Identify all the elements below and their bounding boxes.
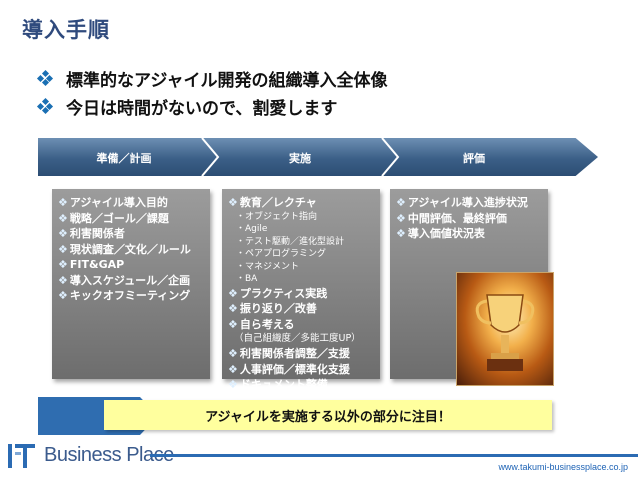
checklist-item: ❖アジャイル導入進捗状況 xyxy=(396,195,542,211)
phase-label-execute: 実施 xyxy=(289,152,311,165)
bullet-list: 標準的なアジャイル開発の組織導入全体像 今日は時間がないので、割愛します xyxy=(36,64,618,120)
trophy-image xyxy=(456,272,554,386)
checklist-item: ❖自ら考える xyxy=(228,317,374,333)
bullet-text: 標準的なアジャイル開発の組織導入全体像 xyxy=(66,70,388,91)
item-text: ドキュメント整備 xyxy=(239,378,328,391)
phase-column-execute: ❖教育／レクチャ・オブジェクト指向・Agile・テスト駆動／進化型設計・ペアプロ… xyxy=(222,189,380,391)
diamond-bullet-icon xyxy=(36,69,54,87)
item-text: ・ペアプログラミング xyxy=(236,249,327,259)
chevron-separator-icon xyxy=(381,138,400,176)
item-text: 中間評価、最終評価 xyxy=(407,211,507,225)
phase-chevron-bar xyxy=(38,138,598,176)
item-text: ・BA xyxy=(236,274,258,284)
item-text: （自己組織度／多能工度UP） xyxy=(234,333,361,344)
check-diamond-icon: ❖ xyxy=(396,227,406,240)
sub-item: ・ペアプログラミング xyxy=(228,248,374,261)
checklist-item: ❖教育／レクチャ xyxy=(228,195,374,211)
checklist-item: ❖導入スケジュール／企画 xyxy=(58,273,204,289)
check-diamond-icon: ❖ xyxy=(228,362,238,376)
checklist-item: ❖中間評価、最終評価 xyxy=(396,211,542,227)
chevron-separator-icon xyxy=(201,138,220,176)
item-text: ・テスト駆動／進化型設計 xyxy=(236,236,345,247)
check-diamond-icon: ❖ xyxy=(58,273,68,287)
footer-url[interactable]: www.takumi-businessplace.co.jp xyxy=(498,462,628,472)
checklist-item: ❖導入価値状況表 xyxy=(396,226,542,242)
check-diamond-icon: ❖ xyxy=(228,302,238,315)
item-text: 導入スケジュール／企画 xyxy=(69,273,191,287)
item-text: プラクティス実践 xyxy=(239,286,328,300)
phase-column-prepare: ❖アジャイル導入目的❖戦略／ゴール／課題❖利害関係者❖現状調査／文化／ルール❖F… xyxy=(52,189,210,379)
checklist-item: ❖利害関係者 xyxy=(58,226,204,242)
bullet-item: 標準的なアジャイル開発の組織導入全体像 xyxy=(36,64,618,92)
item-text: 自ら考える xyxy=(239,317,295,331)
item-text: 導入価値状況表 xyxy=(407,227,485,240)
checklist-item: ❖キックオフミーティング xyxy=(58,288,204,304)
sub-item: ・オブジェクト指向 xyxy=(228,211,374,224)
checklist-item: ❖プラクティス実践 xyxy=(228,286,374,302)
check-diamond-icon: ❖ xyxy=(58,196,68,209)
check-diamond-icon: ❖ xyxy=(58,289,68,302)
check-diamond-icon: ❖ xyxy=(58,258,68,271)
sub-item: ・Agile xyxy=(228,223,374,236)
logo-text: Business Place xyxy=(44,443,174,466)
item-text: 振り返り／改善 xyxy=(239,302,317,315)
item-text: 利害関係者調整／支援 xyxy=(239,347,350,360)
logo-mark-icon xyxy=(8,444,35,468)
checklist-item: ❖利害関係者調整／支援 xyxy=(228,346,374,362)
sub-item: ・BA xyxy=(228,273,374,286)
item-text: 戦略／ゴール／課題 xyxy=(69,211,169,225)
note-text: （自己組織度／多能工度UP） xyxy=(228,332,374,346)
phase-label-evaluate: 評価 xyxy=(463,152,485,165)
diamond-bullet-icon xyxy=(36,97,54,115)
checklist-item: ❖振り返り／改善 xyxy=(228,301,374,317)
checklist-item: ❖戦略／ゴール／課題 xyxy=(58,211,204,227)
checklist-item: ❖アジャイル導入目的 xyxy=(58,195,204,211)
sub-item: ・マネジメント xyxy=(228,261,374,274)
item-text: アジャイル導入目的 xyxy=(69,196,168,209)
bullet-item: 今日は時間がないので、割愛します xyxy=(36,92,618,120)
item-text: キックオフミーティング xyxy=(69,289,191,302)
item-text: ・マネジメント xyxy=(236,261,300,272)
trophy-icon xyxy=(475,294,535,371)
check-diamond-icon: ❖ xyxy=(58,227,68,240)
item-text: ・Agile xyxy=(236,224,268,234)
check-diamond-icon: ❖ xyxy=(58,211,68,225)
item-text: FIT&GAP xyxy=(69,258,125,271)
check-diamond-icon: ❖ xyxy=(228,317,238,331)
bullet-text: 今日は時間がないので、割愛します xyxy=(66,98,338,119)
item-text: 人事評価／標準化支援 xyxy=(239,362,350,376)
check-diamond-icon: ❖ xyxy=(58,242,68,256)
sub-item: ・テスト駆動／進化型設計 xyxy=(228,236,374,249)
check-diamond-icon: ❖ xyxy=(228,347,238,360)
item-text: ・オブジェクト指向 xyxy=(236,211,318,222)
checklist-item: ❖現状調査／文化／ルール xyxy=(58,242,204,258)
slide-title: 導入手順 xyxy=(22,18,110,42)
company-logo: Business Place xyxy=(6,437,174,473)
check-diamond-icon: ❖ xyxy=(396,196,406,209)
check-diamond-icon: ❖ xyxy=(228,286,238,300)
highlight-banner: アジャイルを実施する以外の部分に注目！ xyxy=(104,400,552,430)
check-diamond-icon: ❖ xyxy=(228,196,238,209)
checklist-item: ❖ドキュメント整備 xyxy=(228,377,374,393)
check-diamond-icon: ❖ xyxy=(396,211,406,225)
footer-line xyxy=(150,454,638,457)
checklist-item: ❖人事評価／標準化支援 xyxy=(228,362,374,378)
item-text: 現状調査／文化／ルール xyxy=(69,242,191,256)
phase-label-prepare: 準備／計画 xyxy=(96,152,152,165)
checklist-item: ❖FIT&GAP xyxy=(58,257,204,273)
item-text: 利害関係者 xyxy=(69,227,125,240)
item-text: 教育／レクチャ xyxy=(239,196,317,209)
check-diamond-icon: ❖ xyxy=(228,378,238,391)
item-text: アジャイル導入進捗状況 xyxy=(407,196,528,209)
